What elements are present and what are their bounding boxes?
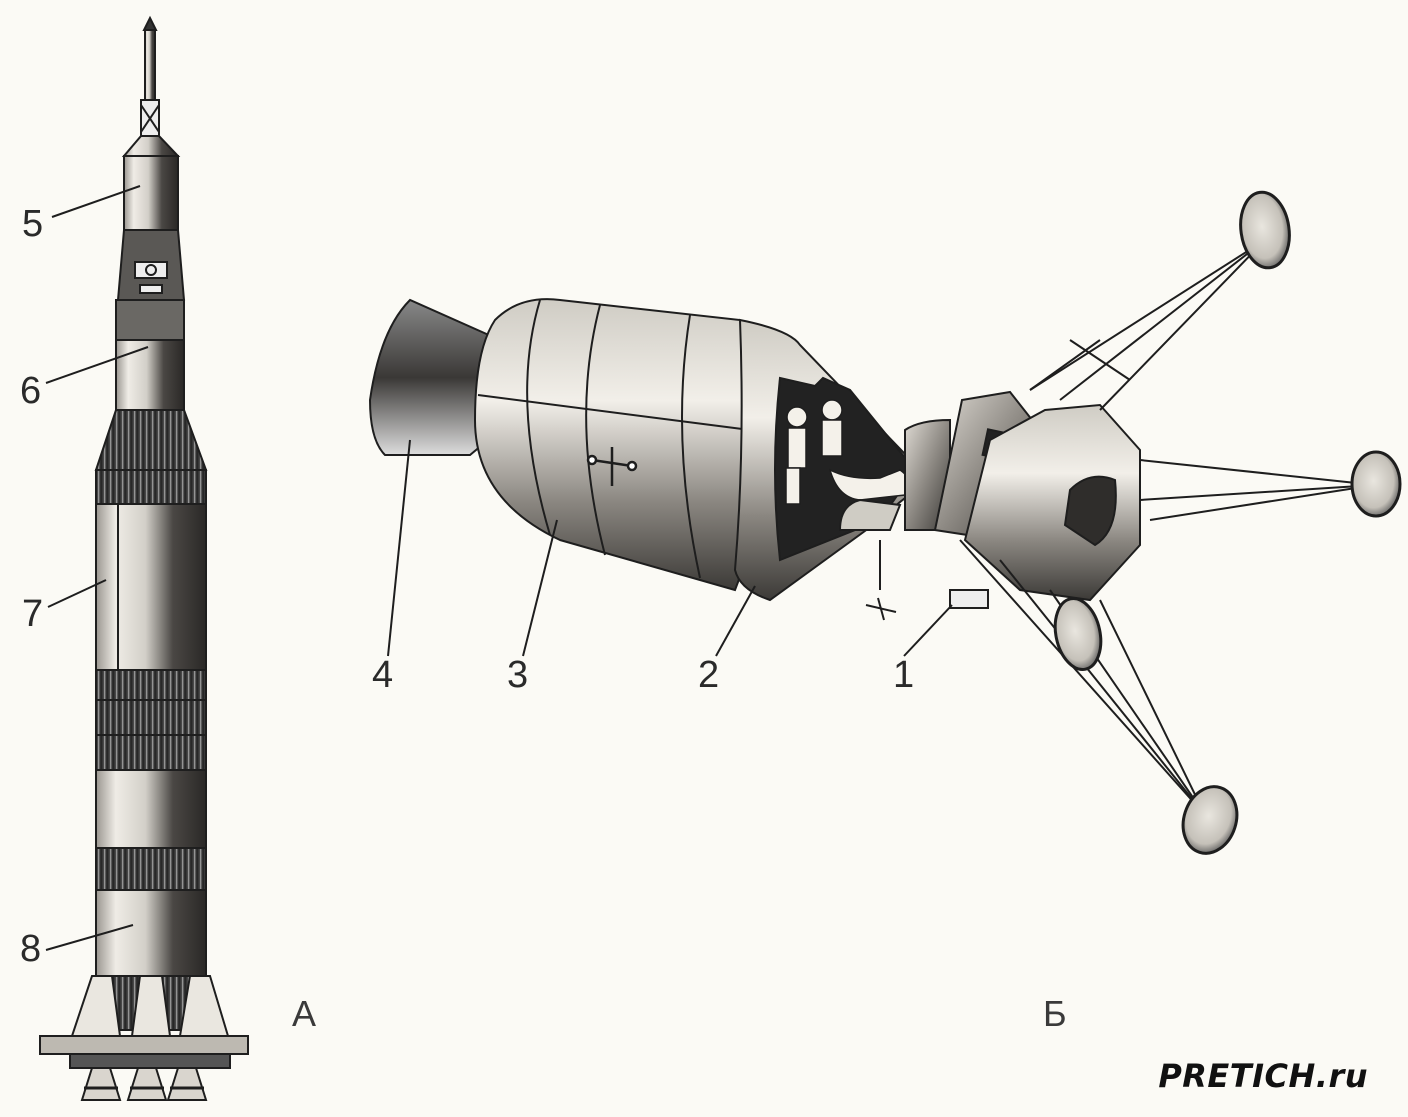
callout-2: 2 (698, 654, 720, 696)
callout-4: 4 (372, 654, 394, 696)
panel-label-b: Б (1043, 993, 1067, 1034)
foot-pads (1053, 190, 1402, 855)
callout-1: 1 (893, 654, 915, 696)
callout-8: 8 (20, 928, 42, 970)
callout-5: 5 (22, 203, 44, 245)
rocket-leader-lines (45, 185, 149, 951)
spacecraft-leader-lines (387, 439, 953, 657)
callout-6: 6 (20, 370, 42, 412)
callout-7: 7 (22, 593, 44, 635)
rocket-illustration (39, 15, 249, 1101)
spacecraft-illustration (368, 298, 1141, 621)
landing-legs (959, 239, 1376, 816)
watermark: PRETICH.ru (1158, 1057, 1368, 1095)
callout-3: 3 (507, 654, 529, 696)
panel-label-a: А (292, 993, 317, 1034)
